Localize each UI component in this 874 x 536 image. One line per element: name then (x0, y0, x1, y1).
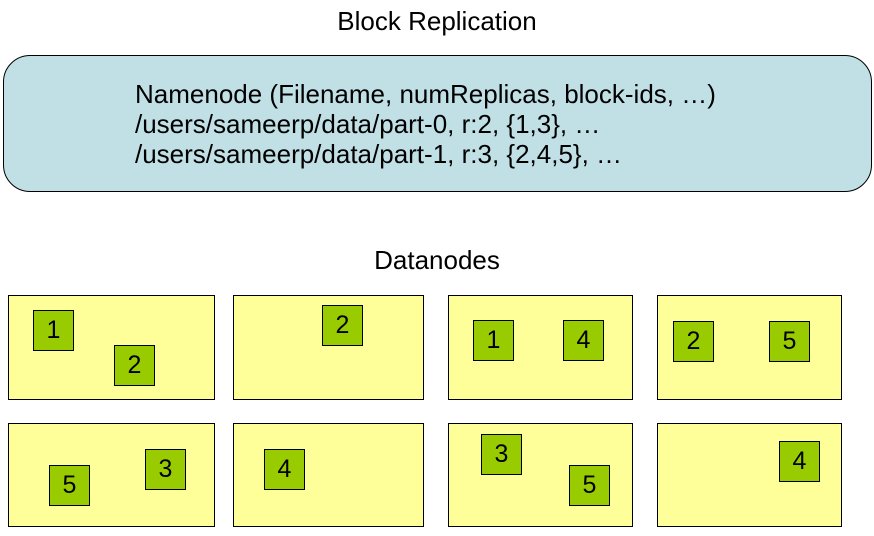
namenode-line-part1: /users/sameerp/data/part-1, r:3, {2,4,5}… (135, 139, 623, 169)
datanode-8-block-1: 4 (779, 441, 820, 482)
datanode-2: 2 (233, 295, 424, 400)
datanode-1-block-1: 1 (33, 310, 74, 351)
datanode-5-block-1: 5 (49, 465, 90, 506)
diagram-title: Block Replication (337, 6, 537, 36)
datanode-5-block-2: 3 (145, 449, 186, 490)
datanode-3-block-2: 4 (563, 320, 604, 361)
datanode-7-block-1: 3 (481, 434, 522, 475)
datanode-4-block-2: 5 (769, 321, 810, 362)
datanode-1: 1 2 (8, 295, 215, 400)
datanode-7-block-2: 5 (569, 465, 610, 506)
datanode-6-block-1: 4 (264, 449, 305, 490)
datanode-3: 1 4 (448, 295, 633, 400)
datanode-7: 3 5 (448, 423, 633, 527)
namenode-line-header: Namenode (Filename, numReplicas, block-i… (135, 79, 716, 109)
datanode-5: 5 3 (8, 423, 215, 527)
datanode-1-block-2: 2 (114, 345, 155, 386)
datanodes-heading: Datanodes (374, 245, 500, 275)
datanode-2-block-1: 2 (322, 305, 363, 346)
namenode-box: Namenode (Filename, numReplicas, block-i… (3, 55, 872, 192)
datanode-6: 4 (233, 423, 424, 527)
namenode-text: Namenode (Filename, numReplicas, block-i… (135, 79, 716, 169)
datanode-8: 4 (657, 423, 842, 527)
datanode-4: 2 5 (657, 295, 842, 400)
datanode-4-block-1: 2 (673, 321, 714, 362)
datanode-3-block-1: 1 (473, 320, 514, 361)
namenode-line-part0: /users/sameerp/data/part-0, r:2, {1,3}, … (135, 109, 601, 139)
